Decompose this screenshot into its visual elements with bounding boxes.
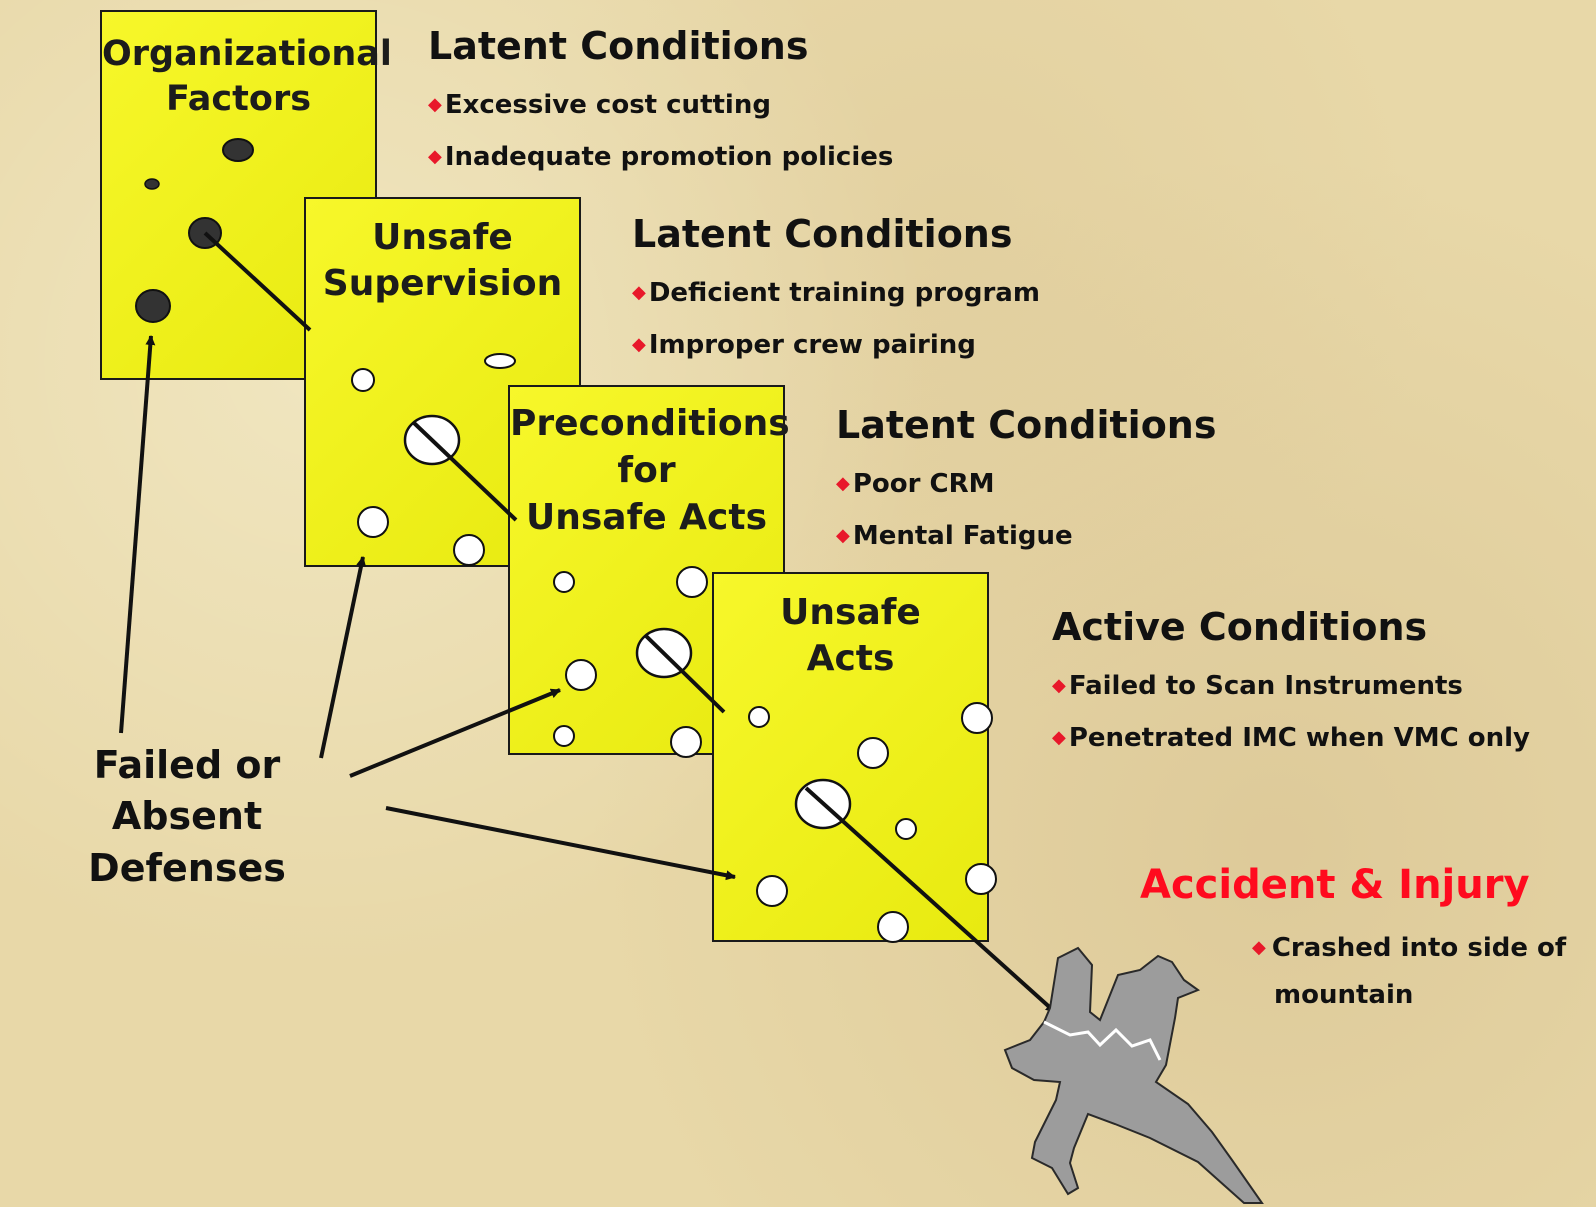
slice-title: Unsafe Supervision bbox=[322, 217, 563, 305]
condition-item: ◆Excessive cost cutting bbox=[428, 90, 893, 120]
hole bbox=[877, 911, 909, 943]
condition-item: ◆Mental Fatigue bbox=[836, 521, 1216, 551]
condition-text: Improper crew pairing bbox=[648, 330, 976, 360]
hole bbox=[857, 737, 889, 769]
condition-text: Inadequate promotion policies bbox=[444, 142, 894, 172]
condition-item: ◆Penetrated IMC when VMC only bbox=[1052, 723, 1530, 753]
accident-line-1: Crashed into side of bbox=[1271, 933, 1567, 963]
hole bbox=[670, 726, 702, 758]
condition-text: Poor CRM bbox=[852, 469, 995, 499]
failure-trajectory bbox=[203, 231, 1057, 1014]
conditions-active: Active Conditions ◆Failed to Scan Instru… bbox=[1052, 605, 1530, 753]
condition-text: Excessive cost cutting bbox=[444, 90, 771, 120]
defense-arrow bbox=[119, 335, 156, 734]
defense-arrow bbox=[349, 688, 561, 778]
conditions-heading: Latent Conditions bbox=[632, 212, 1013, 256]
trajectory-segment bbox=[643, 633, 726, 714]
defenses-label: Failed or Absent Defenses bbox=[88, 743, 286, 890]
trajectory-segment bbox=[203, 231, 312, 332]
hole bbox=[351, 368, 375, 392]
diamond-bullet-icon: ◆ bbox=[632, 282, 646, 303]
accident-heading: Accident & Injury bbox=[1140, 862, 1530, 908]
defense-arrows bbox=[119, 335, 736, 881]
conditions-preconditions: Latent Conditions ◆Poor CRM ◆Mental Fati… bbox=[836, 403, 1216, 551]
accident-description: ◆Crashed into side of mountain bbox=[1252, 925, 1592, 1019]
airplane-body bbox=[1003, 946, 1264, 1204]
diamond-bullet-icon: ◆ bbox=[1052, 727, 1066, 748]
hole bbox=[222, 138, 254, 162]
condition-item: ◆Inadequate promotion policies bbox=[428, 142, 893, 172]
hole bbox=[357, 506, 389, 538]
condition-text: Penetrated IMC when VMC only bbox=[1068, 723, 1530, 753]
hole bbox=[553, 571, 575, 593]
hole bbox=[484, 353, 516, 369]
diamond-bullet-icon: ◆ bbox=[836, 473, 850, 494]
conditions-organizational: Latent Conditions ◆Excessive cost cuttin… bbox=[428, 24, 893, 172]
hole bbox=[961, 702, 993, 734]
diamond-bullet-icon: ◆ bbox=[428, 94, 442, 115]
conditions-heading: Active Conditions bbox=[1052, 605, 1428, 649]
crashed-airplane-icon bbox=[1003, 946, 1264, 1204]
conditions-supervision: Latent Conditions ◆Deficient training pr… bbox=[632, 212, 1040, 360]
condition-item: ◆Poor CRM bbox=[836, 469, 1216, 499]
hole bbox=[453, 534, 485, 566]
trajectory-segment bbox=[411, 420, 518, 522]
slice-unsafe-acts: Unsafe Acts bbox=[712, 572, 989, 942]
hole bbox=[135, 289, 171, 323]
slice-title: Preconditions for Unsafe Acts bbox=[510, 403, 790, 538]
condition-text: Deficient training program bbox=[648, 278, 1040, 308]
hole bbox=[553, 725, 575, 747]
slice-2-holes bbox=[351, 353, 516, 566]
airplane-crack bbox=[1043, 1020, 1162, 1061]
condition-item: ◆Failed to Scan Instruments bbox=[1052, 671, 1530, 701]
hole bbox=[144, 178, 160, 190]
hole bbox=[756, 875, 788, 907]
hole bbox=[676, 566, 708, 598]
diamond-bullet-icon: ◆ bbox=[1252, 937, 1266, 958]
slice-4-holes bbox=[748, 702, 997, 943]
trajectory-segment bbox=[804, 786, 1057, 1014]
accident-line-2: mountain bbox=[1274, 979, 1414, 1010]
slice-3-holes bbox=[553, 566, 708, 758]
conditions-heading: Latent Conditions bbox=[836, 403, 1217, 447]
diamond-bullet-icon: ◆ bbox=[836, 525, 850, 546]
condition-item: ◆Improper crew pairing bbox=[632, 330, 1040, 360]
diamond-bullet-icon: ◆ bbox=[428, 146, 442, 167]
slice-title: Organizational Factors bbox=[102, 34, 392, 119]
slice-title: Unsafe Acts bbox=[780, 592, 921, 680]
condition-text: Failed to Scan Instruments bbox=[1068, 671, 1463, 701]
slice-1-holes bbox=[135, 138, 254, 323]
diamond-bullet-icon: ◆ bbox=[632, 334, 646, 355]
conditions-heading: Latent Conditions bbox=[428, 24, 809, 68]
defense-arrow bbox=[319, 556, 367, 759]
hole bbox=[895, 818, 917, 840]
condition-text: Mental Fatigue bbox=[852, 521, 1073, 551]
diamond-bullet-icon: ◆ bbox=[1052, 675, 1066, 696]
hole bbox=[565, 659, 597, 691]
hole bbox=[748, 706, 770, 728]
condition-item: ◆Deficient training program bbox=[632, 278, 1040, 308]
defense-arrow bbox=[385, 806, 736, 881]
hole bbox=[965, 863, 997, 895]
